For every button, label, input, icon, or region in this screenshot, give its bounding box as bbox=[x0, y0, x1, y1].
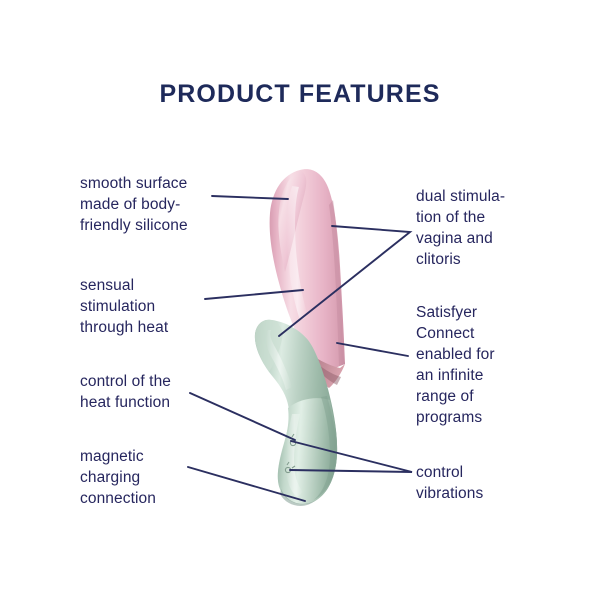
page-title: PRODUCT FEATURES bbox=[159, 80, 441, 108]
callout-satisfyer-connect: Satisfyer Connect enabled for an infinit… bbox=[416, 304, 495, 426]
handle-control-buttons[interactable] bbox=[284, 433, 297, 474]
product-shaft-pink bbox=[269, 169, 345, 388]
leader-dual-stimulation bbox=[278, 225, 413, 337]
callout-heat-control: control of the heat function bbox=[80, 373, 172, 411]
leader-control-vibrations bbox=[289, 440, 413, 473]
callout-control-vibrations: control vibrations bbox=[416, 464, 484, 502]
callout-sensual-heat: sensual stimulation through heat bbox=[80, 277, 169, 336]
product-arm-green bbox=[254, 319, 338, 506]
callout-smooth-surface: smooth surface made of body- friendly si… bbox=[80, 175, 188, 234]
callout-dual-stimulation: dual stimula- tion of the vagina and cli… bbox=[416, 188, 506, 268]
leader-satisfyer-connect bbox=[336, 342, 409, 357]
callout-magnetic-charging: magnetic charging connection bbox=[80, 448, 156, 507]
